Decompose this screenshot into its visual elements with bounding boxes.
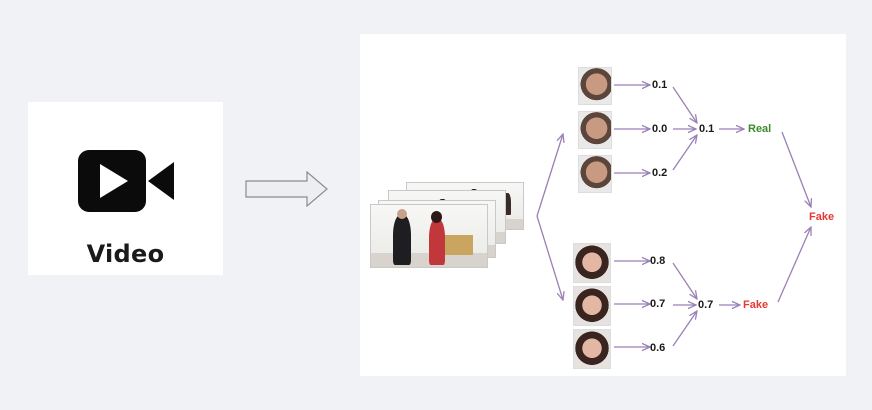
video-camera-icon — [78, 150, 174, 212]
score-real-2: 0.0 — [652, 123, 668, 135]
video-input-card: Video — [28, 102, 223, 275]
video-label: Video — [86, 240, 165, 268]
score-real-1: 0.1 — [652, 79, 668, 91]
score-fake-1: 0.8 — [650, 255, 666, 267]
video-frame-front — [370, 204, 488, 268]
score-real-3: 0.2 — [652, 167, 668, 179]
aggregate-score-bottom: 0.7 — [698, 299, 714, 311]
detection-pipeline-panel: 0.1 0.0 0.2 0.1 Real 0.8 0.7 0.6 0.7 Fak… — [360, 34, 846, 376]
face-crop-real-3 — [578, 155, 612, 193]
face-crop-fake-1 — [573, 243, 611, 283]
arrow-right-icon — [245, 171, 328, 207]
verdict-real: Real — [748, 123, 772, 135]
final-verdict: Fake — [809, 211, 835, 223]
face-crop-fake-3 — [573, 329, 611, 369]
face-crop-fake-2 — [573, 286, 611, 326]
score-fake-3: 0.6 — [650, 342, 666, 354]
score-fake-2: 0.7 — [650, 298, 666, 310]
verdict-fake-branch: Fake — [743, 299, 769, 311]
aggregate-score-top: 0.1 — [699, 123, 715, 135]
face-crop-real-2 — [578, 111, 612, 149]
flow-edges — [536, 34, 846, 376]
face-crop-real-1 — [578, 67, 612, 105]
